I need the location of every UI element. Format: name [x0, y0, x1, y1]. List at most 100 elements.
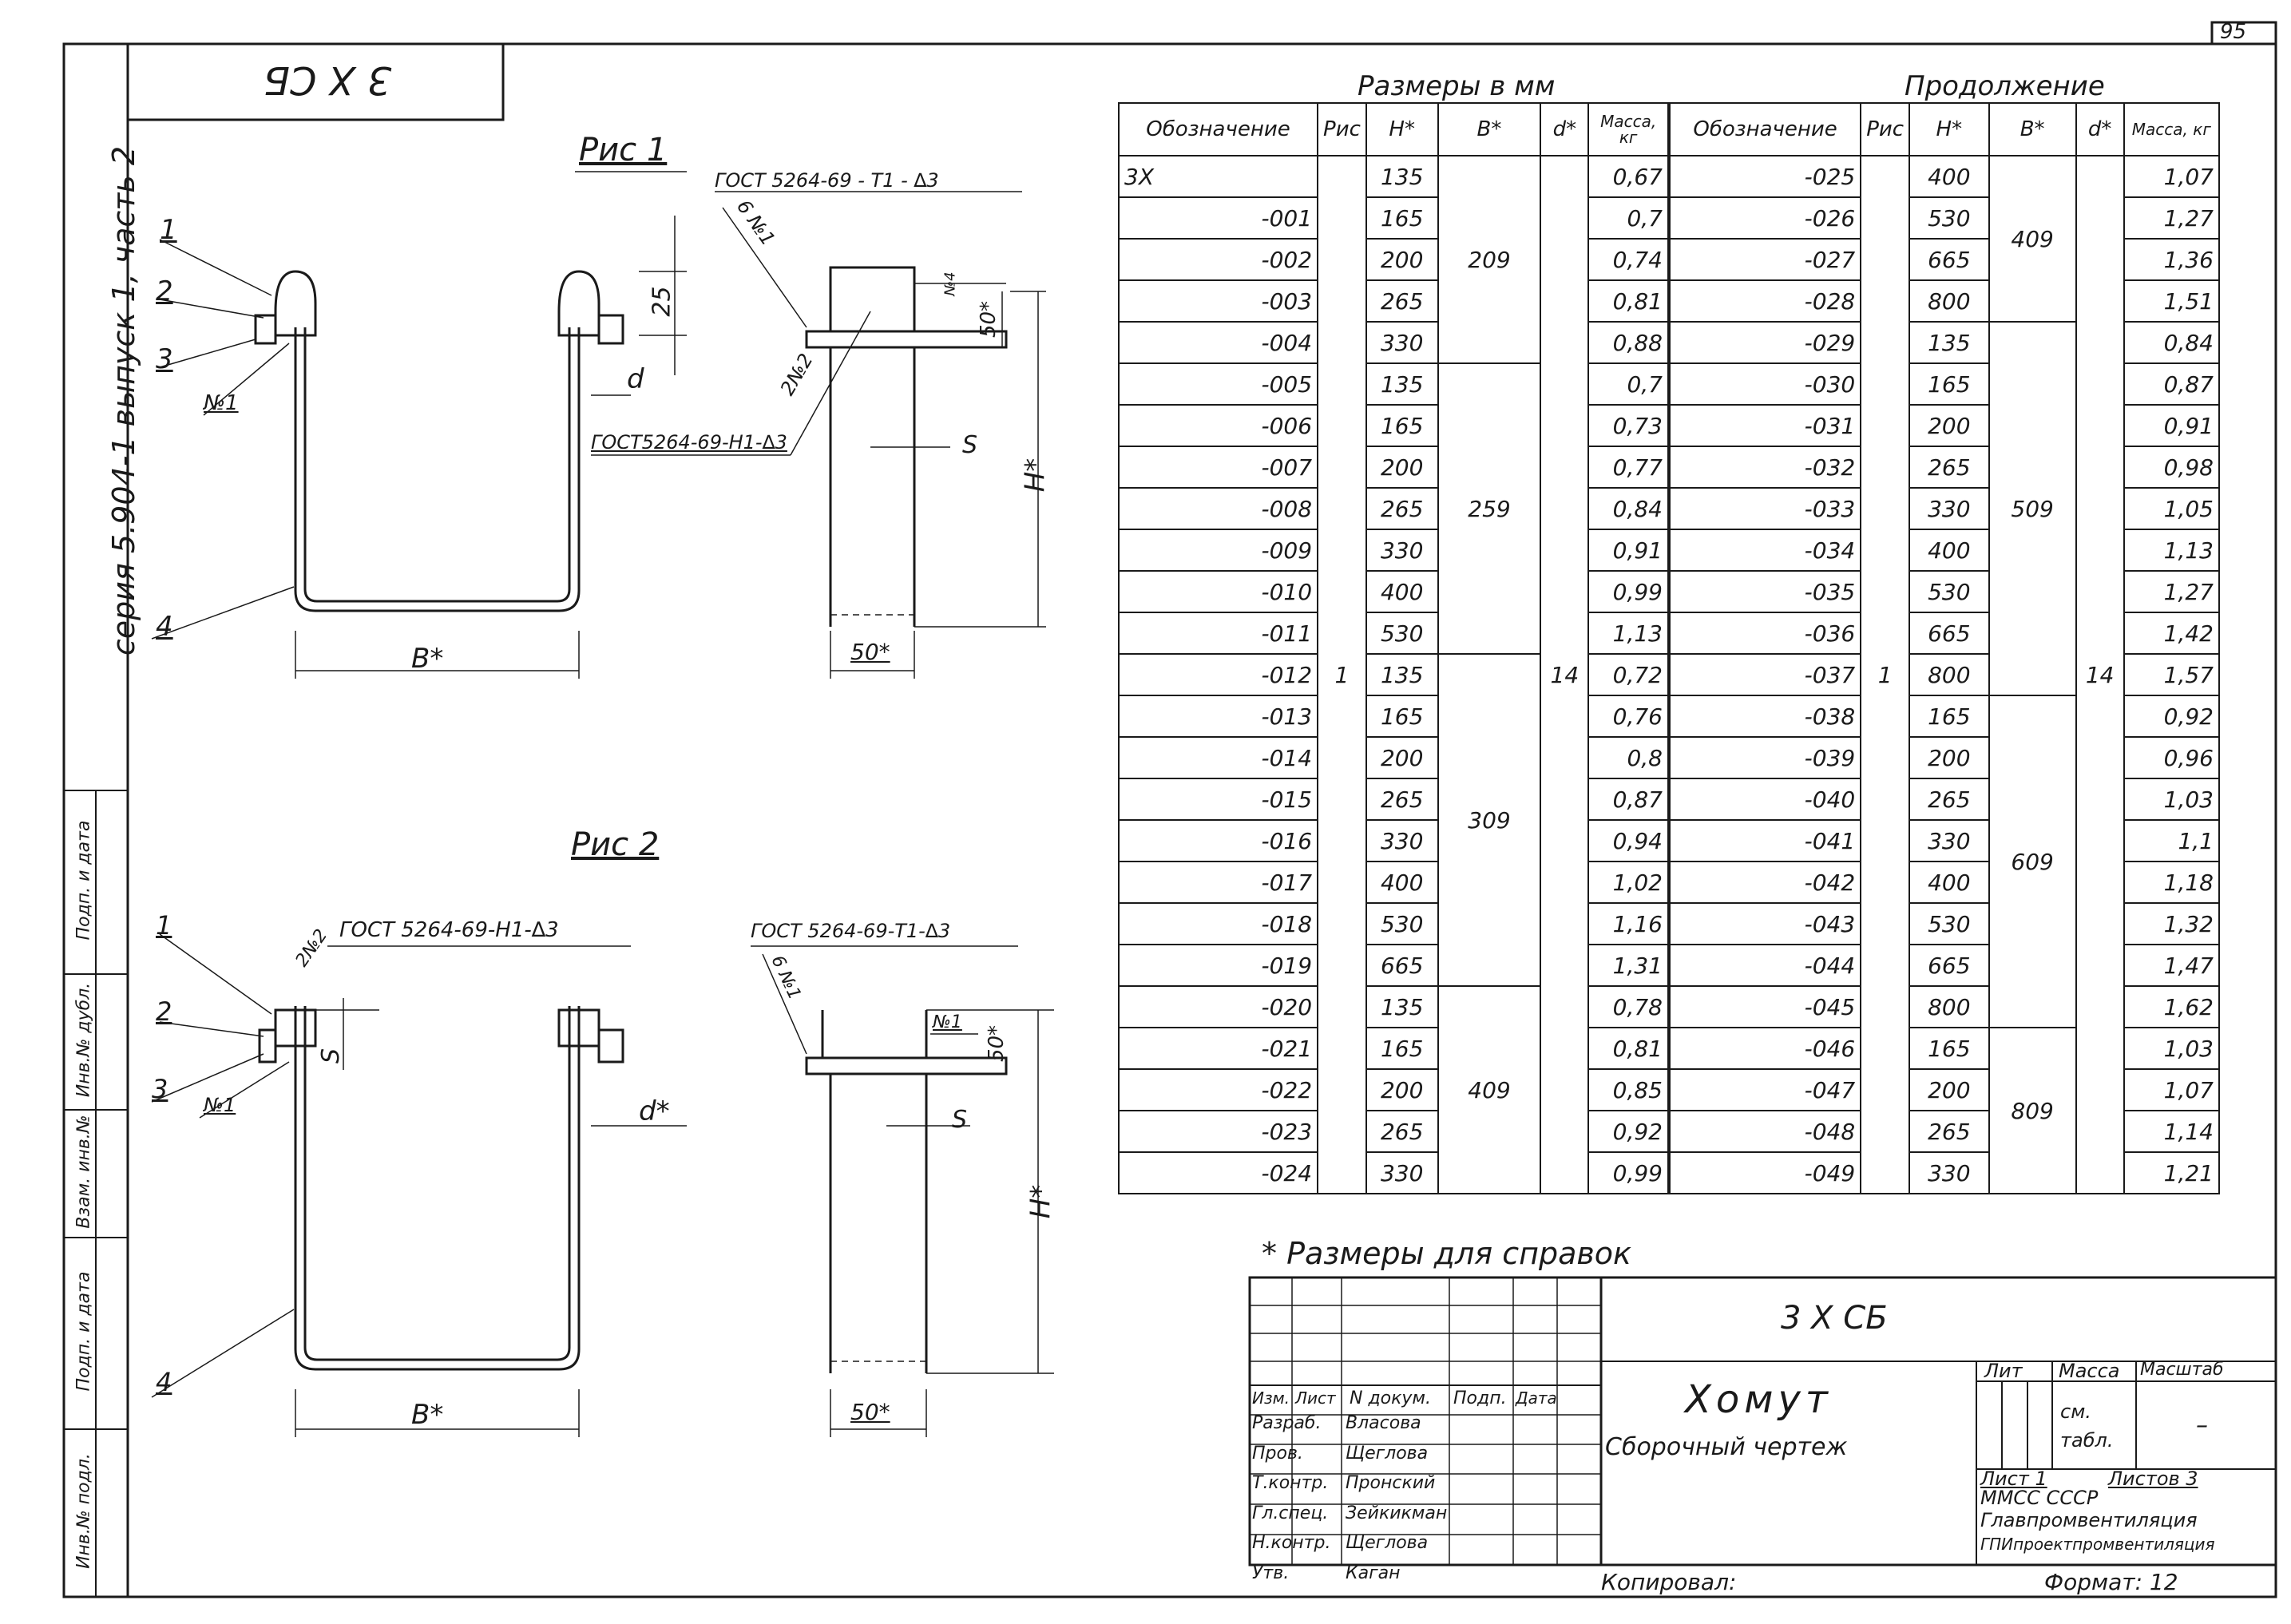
header-d: d*	[2075, 102, 2125, 156]
page-number-box	[2210, 21, 2277, 46]
cell-designation: -016	[1117, 819, 1319, 862]
cell-h: 665	[1909, 944, 1990, 987]
fig2-front-view	[151, 933, 687, 1437]
cell-mass: 1,27	[2123, 570, 2221, 613]
header-mass: Масса, кг	[2123, 102, 2221, 156]
cell-designation: -014	[1117, 736, 1319, 779]
cell-designation: -030	[1668, 362, 1862, 406]
fig1-gost-mid: ГОСТ5264-69-Н1-∆3	[591, 431, 787, 454]
cell-mass: 0,81	[1587, 279, 1669, 323]
side-field-podp-data-1: Подп. и дата	[73, 820, 94, 941]
cell-h: 330	[1909, 819, 1990, 862]
title-block-name: Хомут	[1685, 1377, 1833, 1422]
tb-org3: ГПИпроектпромвентиляция	[1980, 1535, 2215, 1554]
cell-mass: 1,42	[2123, 612, 2221, 655]
cell-h: 665	[1909, 238, 1990, 281]
side-field-vzam-inv: Взам. инв.№	[73, 1115, 94, 1229]
cell-h: 530	[1365, 902, 1439, 945]
cell-h: 330	[1909, 1151, 1990, 1194]
fig1-callout-1: 1	[160, 214, 177, 246]
cell-mass: 1,03	[2123, 1027, 2221, 1070]
cell-designation: -013	[1117, 695, 1319, 738]
cell-d: 14	[1540, 155, 1590, 1194]
tb-col-ndokum: N докум.	[1350, 1388, 1432, 1408]
cell-h: 265	[1909, 446, 1990, 489]
cell-mass: 0,92	[2123, 695, 2221, 738]
cell-designation: -001	[1117, 196, 1319, 240]
fig2-callout-n1: №1	[204, 1094, 236, 1116]
cell-h: 135	[1365, 653, 1439, 696]
header-designation: Обозначение	[1668, 102, 1862, 156]
cell-designation: -028	[1668, 279, 1862, 323]
cell-mass: 1,03	[2123, 778, 2221, 821]
cell-h: 330	[1365, 321, 1439, 364]
cell-h: 330	[1365, 529, 1439, 572]
header-fig: Рис	[1317, 102, 1367, 156]
cell-designation: -029	[1668, 321, 1862, 364]
title-block-frame	[1248, 1276, 2277, 1567]
cell-d: 14	[2075, 155, 2125, 1194]
cell-designation: -024	[1117, 1151, 1319, 1194]
cell-h: 530	[1909, 196, 1990, 240]
tb-role-name: Каган	[1346, 1563, 1401, 1583]
series-label: серия 5.904-1 выпуск 1, часть 2	[106, 145, 141, 656]
cell-h: 265	[1365, 778, 1439, 821]
cell-h: 530	[1365, 612, 1439, 655]
cell-h: 265	[1365, 1110, 1439, 1153]
tb-role-name: Пронский	[1346, 1473, 1436, 1493]
header-d: d*	[1540, 102, 1590, 156]
cell-mass: 0,76	[1587, 695, 1669, 738]
fig1-callout-n1: №1	[204, 391, 239, 415]
cell-mass: 1,31	[1587, 944, 1669, 987]
cell-b: 209	[1437, 155, 1542, 364]
tb-mass-label: Масса	[2059, 1360, 2120, 1382]
cell-designation: -036	[1668, 612, 1862, 655]
cell-mass: 0,7	[1587, 196, 1669, 240]
title-block-doc-type: Сборочный чертеж	[1605, 1433, 1848, 1461]
cell-h: 200	[1909, 1068, 1990, 1111]
cell-mass: 1,27	[2123, 196, 2221, 240]
cell-designation: -031	[1668, 404, 1862, 447]
tb-format: Формат: 12	[2044, 1569, 2178, 1595]
table-caption-left: Размеры в мм	[1358, 70, 1556, 102]
cell-mass: 1,51	[2123, 279, 2221, 323]
page-number: 95	[2220, 20, 2247, 44]
cell-h: 200	[1365, 446, 1439, 489]
tb-sheets-label: Листов 3	[2108, 1468, 2198, 1490]
fig1-dim-50-side: 50*	[977, 300, 1001, 339]
cell-h: 265	[1365, 279, 1439, 323]
cell-mass: 1,18	[2123, 861, 2221, 904]
tb-role-name: Щеглова	[1346, 1443, 1429, 1464]
tb-role-label: Н.контр.	[1252, 1533, 1331, 1553]
cell-h: 400	[1365, 570, 1439, 613]
fig1-callout-4: 4	[156, 611, 173, 643]
cell-b: 409	[1437, 985, 1542, 1194]
cell-designation: -021	[1117, 1027, 1319, 1070]
cell-designation: -047	[1668, 1068, 1862, 1111]
cell-designation: -020	[1117, 985, 1319, 1028]
cell-mass: 0,78	[1587, 985, 1669, 1028]
cell-mass: 0,77	[1587, 446, 1669, 489]
cell-mass: 0,74	[1587, 238, 1669, 281]
cell-mass: 0,92	[1587, 1110, 1669, 1153]
cell-designation: -026	[1668, 196, 1862, 240]
fig2-dim-50-bottom: 50*	[850, 1399, 890, 1425]
cell-designation: -023	[1117, 1110, 1319, 1153]
fig1-gost-top: ГОСТ 5264-69 - Т1 - ∆3	[715, 169, 939, 192]
fig1-dim-b: B*	[411, 643, 444, 675]
cell-h: 135	[1365, 985, 1439, 1028]
